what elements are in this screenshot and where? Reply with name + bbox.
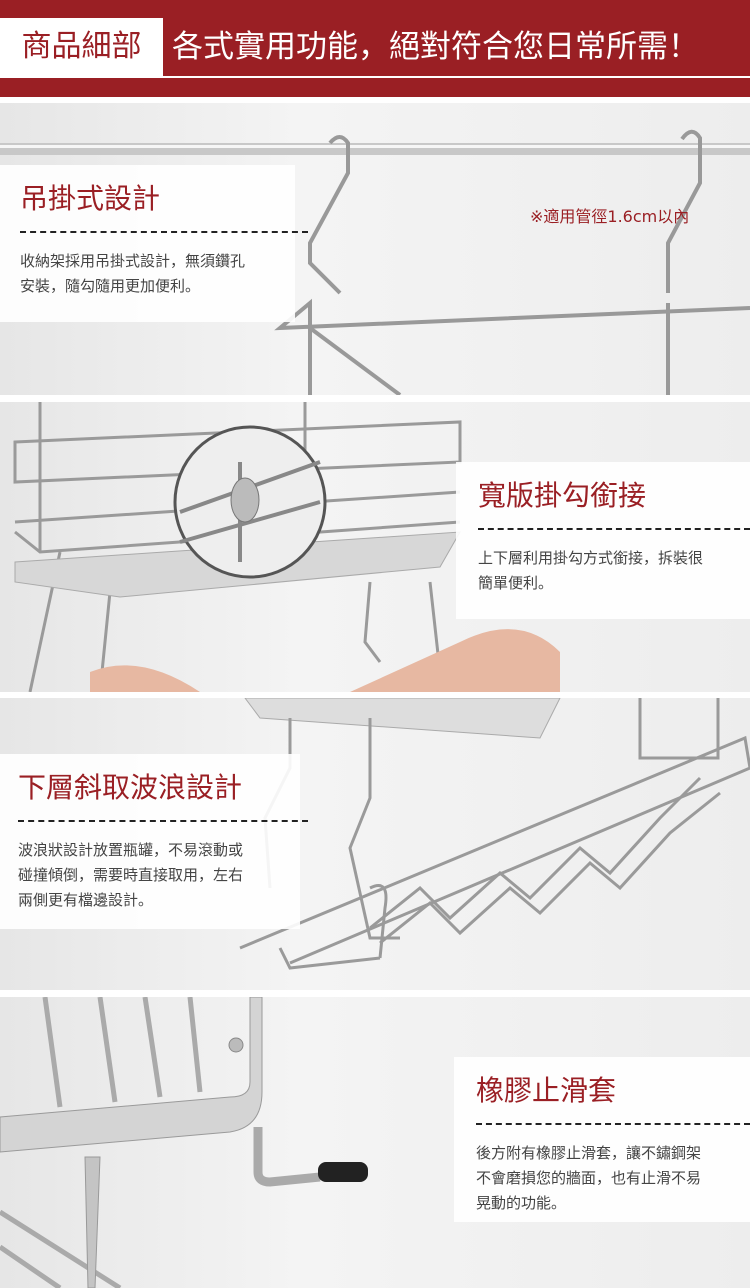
headline: 各式實用功能，絕對符合您日常所需！ [172,29,699,65]
feature-card: 寬版掛勾銜接 上下層利用掛勾方式銜接，拆裝很 簡單便利。 [456,462,750,619]
feature-title: 吊掛式設計 [20,182,161,215]
feature-desc-line: 晃動的功能。 [476,1194,567,1212]
rack-hook-image [0,129,750,395]
feature-desc-line: 安裝，隨勾隨用更加便利。 [20,277,201,295]
feature-title: 下層斜取波浪設計 [18,771,243,804]
detail-panel-hanging: 吊掛式設計 收納架採用吊掛式設計，無須鑽孔 安裝，隨勾隨用更加便利。 ※適用管徑… [0,103,750,395]
section-tag: 商品細部 [0,18,163,76]
divider [0,76,750,78]
feature-desc-line: 波浪狀設計放置瓶罐，不易滾動或 [18,841,244,859]
dashed-divider [476,1123,750,1125]
rack-wave-image [239,698,750,970]
dashed-divider [20,231,308,233]
feature-card: 橡膠止滑套 後方附有橡膠止滑套，讓不鏽鋼架 不會磨損您的牆面，也有止滑不易 晃動… [454,1057,750,1222]
feature-title: 寬版掛勾銜接 [478,479,647,512]
feature-desc-line: 收納架採用吊掛式設計，無須鑽孔 [20,252,246,270]
rack-connection-image [13,402,560,692]
dashed-divider [18,820,308,822]
detail-panel-rubber: 橡膠止滑套 後方附有橡膠止滑套，讓不鏽鋼架 不會磨損您的牆面，也有止滑不易 晃動… [0,997,750,1288]
feature-card: 吊掛式設計 收納架採用吊掛式設計，無須鑽孔 安裝，隨勾隨用更加便利。 [0,165,308,322]
detail-panel-hook: 寬版掛勾銜接 上下層利用掛勾方式銜接，拆裝很 簡單便利。 [0,402,750,692]
feature-desc-line: 兩側更有檔邊設計。 [18,891,154,909]
pipe-diameter-note: ※適用管徑1.6cm以內 [530,207,690,226]
feature-desc-line: 碰撞傾倒，需要時直接取用，左右 [18,866,244,884]
feature-desc-line: 後方附有橡膠止滑套，讓不鏽鋼架 [476,1144,702,1162]
dashed-divider [478,528,750,530]
feature-card: 下層斜取波浪設計 波浪狀設計放置瓶罐，不易滾動或 碰撞傾倒，需要時直接取用，左右… [0,754,308,929]
rack-rubber-foot-image [0,997,368,1288]
feature-desc-line: 簡單便利。 [478,574,554,592]
feature-desc-line: 不會磨損您的牆面，也有止滑不易 [476,1169,702,1187]
feature-title: 橡膠止滑套 [476,1074,617,1107]
header-banner: 商品細部 各式實用功能，絕對符合您日常所需！ [0,0,750,97]
feature-desc-line: 上下層利用掛勾方式銜接，拆裝很 [478,549,704,567]
detail-panel-wave: 下層斜取波浪設計 波浪狀設計放置瓶罐，不易滾動或 碰撞傾倒，需要時直接取用，左右… [0,698,750,990]
